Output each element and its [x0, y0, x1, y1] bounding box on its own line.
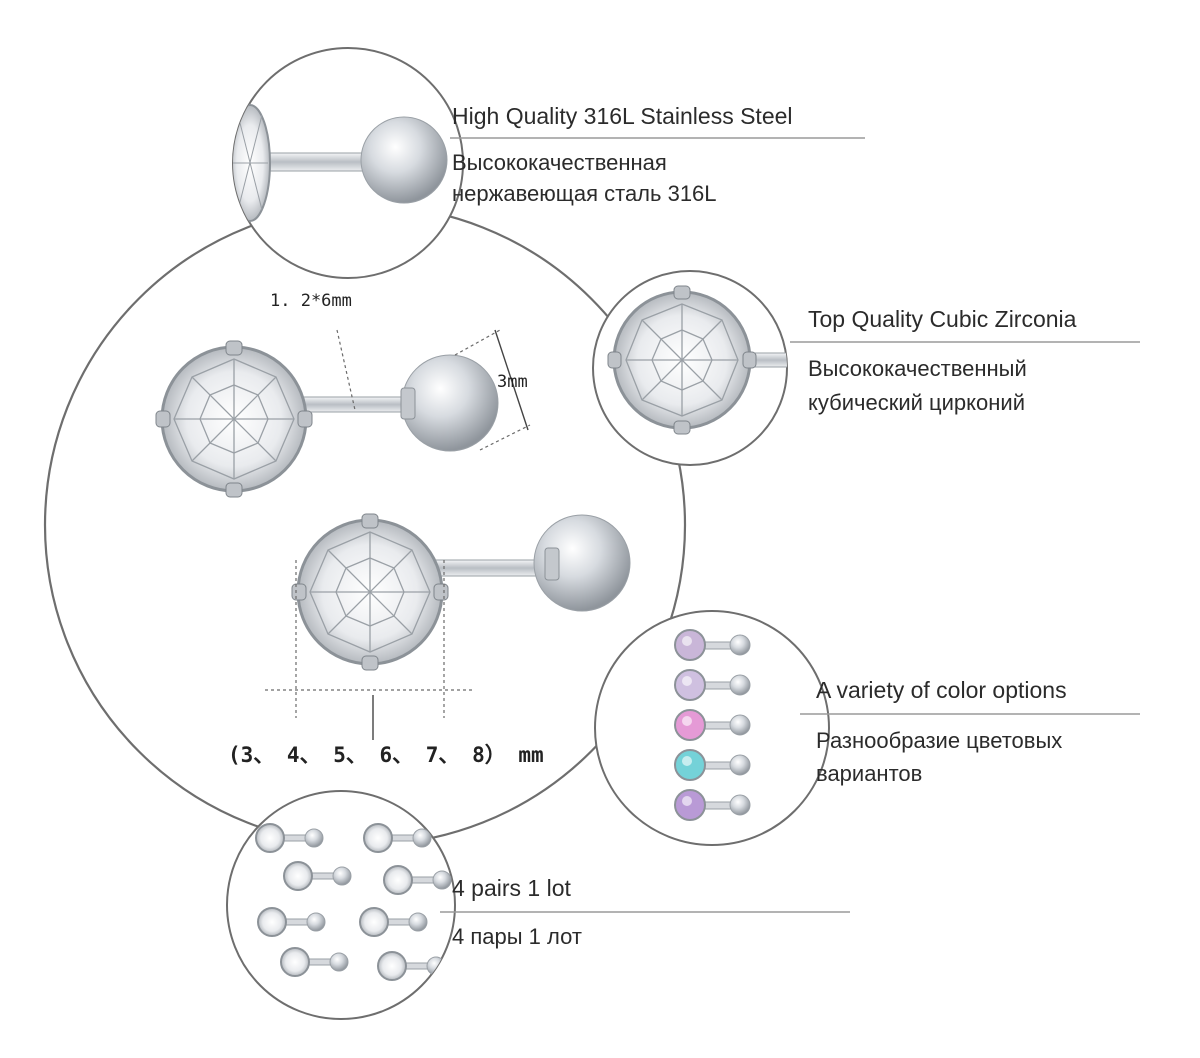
zirconia-ru-line2: кубический цирконий — [808, 390, 1025, 415]
colors-feature-circle — [594, 610, 830, 846]
steel-feature-circle — [232, 47, 464, 279]
zirconia-title: Top Quality Cubic Zirconia — [808, 306, 1077, 332]
ball-size-label: 3mm — [497, 372, 528, 392]
lot-stud — [280, 947, 349, 977]
colors-ru-line2: вариантов — [816, 761, 922, 786]
steel-ru-line2: нержавеющая сталь 316L — [452, 181, 717, 206]
color-stud — [674, 629, 751, 661]
colors-title: A variety of color options — [816, 677, 1067, 703]
zirconia-feature-circle — [592, 270, 788, 466]
post-dimension: 1. 2*6mm — [270, 291, 356, 411]
steel-title: High Quality 316L Stainless Steel — [452, 103, 793, 129]
lot-title: 4 pairs 1 lot — [452, 875, 572, 901]
lot-stud — [363, 823, 432, 853]
lot-feature-circle — [226, 790, 456, 1020]
ball-dimension: 3mm — [454, 329, 531, 451]
steel-ru-line1: Высококачественная — [452, 150, 667, 175]
lot-stud — [359, 907, 428, 937]
color-swatches — [674, 629, 751, 821]
color-stud — [674, 789, 751, 821]
lot-stud — [255, 823, 324, 853]
color-stud — [674, 749, 751, 781]
lot-ru: 4 пары 1 лот — [452, 924, 582, 949]
lot-stud — [257, 907, 326, 937]
color-stud — [674, 669, 751, 701]
color-stud — [674, 709, 751, 741]
lot-stud — [383, 865, 452, 895]
main-earring-top — [155, 340, 499, 498]
main-earring-bottom — [291, 513, 631, 671]
lot-stud — [283, 861, 352, 891]
colors-ru-line1: Разнообразие цветовых — [816, 728, 1062, 753]
stone-sizes-label: (3、 4、 5、 6、 7、 8） mm — [228, 743, 544, 767]
lot-studs — [255, 823, 452, 981]
zirconia-ru-line1: Высококачественный — [808, 356, 1027, 381]
post-size-label: 1. 2*6mm — [270, 291, 352, 311]
stone-size-guides: (3、 4、 5、 6、 7、 8） mm — [228, 560, 544, 767]
